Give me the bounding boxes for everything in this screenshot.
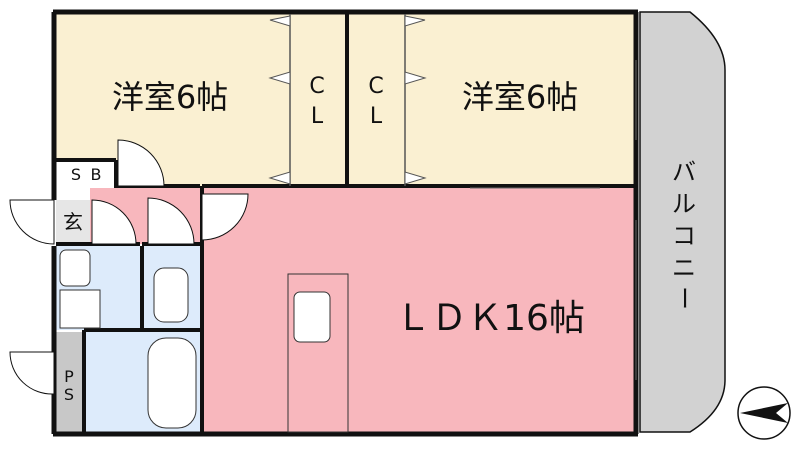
closet-right-floor bbox=[349, 14, 405, 186]
toilet-door-swing bbox=[147, 197, 195, 245]
pipe-space-label-s: S bbox=[64, 385, 74, 404]
storage-sb-floor bbox=[56, 160, 116, 186]
ldk-door-swing bbox=[201, 193, 249, 241]
balcony-label-2: ル bbox=[672, 190, 696, 218]
ldk-label: ＬＤＫ16帖 bbox=[395, 298, 585, 339]
kitchen-sink bbox=[293, 291, 331, 343]
western-room-right-floor bbox=[405, 14, 635, 186]
windows bbox=[470, 60, 637, 380]
western-room-left-floor bbox=[55, 14, 290, 186]
closet-door-markers bbox=[268, 15, 427, 185]
balcony-label-3: コ bbox=[672, 222, 696, 250]
entrance-floor bbox=[56, 200, 90, 246]
balcony-label-1: バ bbox=[672, 158, 696, 186]
closet-right-label-l: L bbox=[370, 104, 383, 129]
compass-icon bbox=[737, 386, 791, 440]
closet-left-floor bbox=[290, 14, 345, 186]
closet-right-label-c: C bbox=[368, 74, 383, 99]
pipe-space-floor bbox=[56, 332, 82, 432]
pipe-space-door-swing bbox=[9, 351, 55, 395]
balcony-label-5: ー bbox=[670, 286, 698, 310]
washer-space bbox=[59, 289, 101, 329]
closet-left-label-l: L bbox=[311, 104, 324, 129]
washbasin bbox=[59, 249, 91, 287]
entrance-label: 玄 bbox=[63, 210, 83, 234]
balcony-area bbox=[639, 11, 726, 433]
closet-left-label-c: C bbox=[309, 74, 324, 99]
entrance-door-swing bbox=[9, 199, 55, 245]
washroom-door-swing bbox=[91, 199, 137, 245]
pipe-space-label-p: P bbox=[64, 367, 74, 386]
toilet-fixture bbox=[153, 267, 189, 323]
storage-label-b: B bbox=[91, 165, 102, 184]
balcony-label-4: ニ bbox=[672, 254, 696, 282]
western-room-door-swing bbox=[117, 139, 165, 187]
ldk-floor bbox=[200, 188, 636, 432]
storage-label-s: S bbox=[71, 165, 81, 184]
bathtub bbox=[147, 337, 197, 429]
western-room-right-label: 洋室6帖 bbox=[462, 78, 578, 116]
western-room-left-label: 洋室6帖 bbox=[112, 78, 228, 116]
closet-door-lines bbox=[289, 14, 406, 186]
door-swings bbox=[9, 139, 249, 395]
